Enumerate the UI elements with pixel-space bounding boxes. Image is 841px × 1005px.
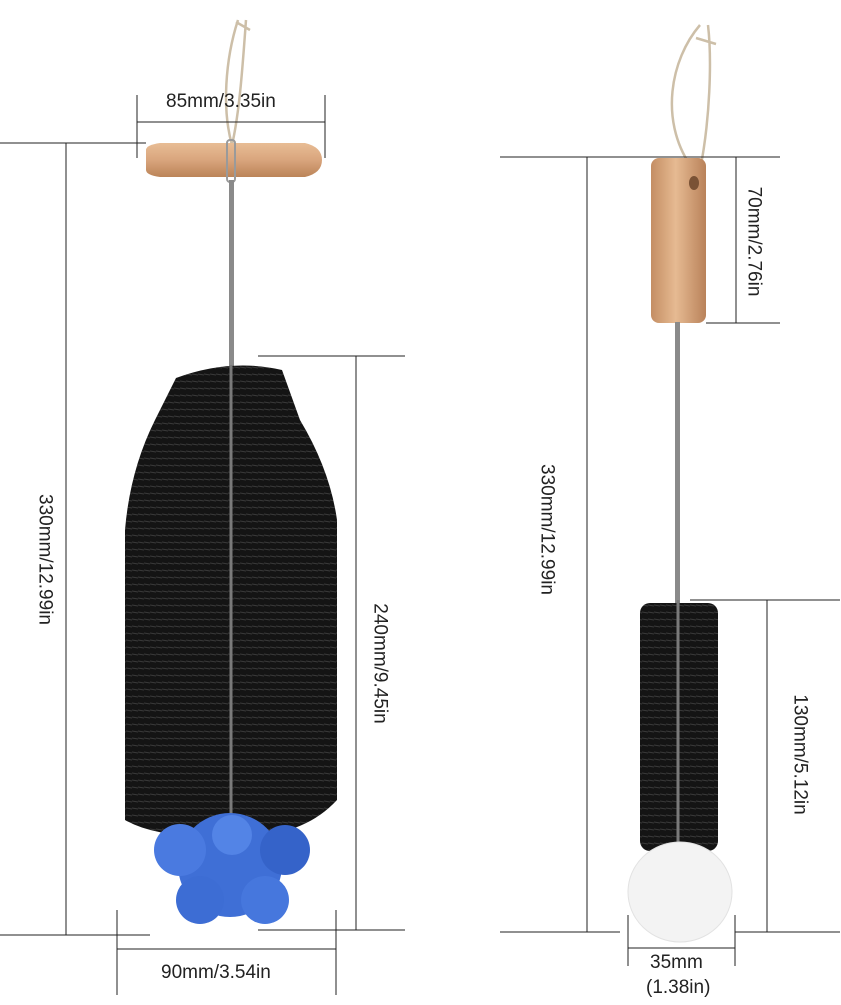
small-tip-width-inch-label: (1.38in) <box>646 977 711 998</box>
small-brush-wire <box>675 322 680 607</box>
large-brush-wire <box>229 180 234 380</box>
small-bristle-length-label: 130mm/5.12in <box>789 694 811 815</box>
large-brush-cord <box>224 19 251 146</box>
small-brush <box>627 24 733 943</box>
large-brush-sponge <box>154 813 310 924</box>
dimension-lines <box>0 95 840 995</box>
small-tip-width-label: 35mm <box>650 952 703 973</box>
large-bristle-width-label: 90mm/3.54in <box>161 962 271 983</box>
large-bristle-length-label: 240mm/9.45in <box>369 603 391 724</box>
large-handle-width-label: 85mm/3.35in <box>166 91 276 112</box>
small-brush-tip <box>627 841 733 943</box>
small-total-length-label: 330mm/12.99in <box>536 464 558 595</box>
large-total-length-label: 330mm/12.99in <box>34 494 56 625</box>
small-handle-length-label: 70mm/2.76in <box>743 186 765 297</box>
small-brush-handle <box>651 158 706 323</box>
small-brush-cord <box>670 24 717 171</box>
large-brush <box>125 19 337 924</box>
